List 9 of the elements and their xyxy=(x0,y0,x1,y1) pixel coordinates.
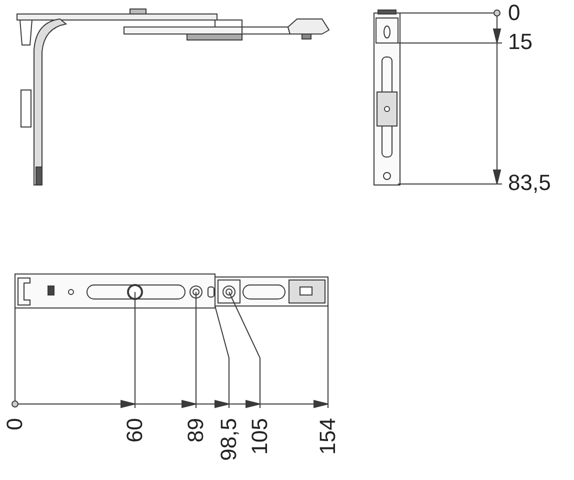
dimension-value: 0 xyxy=(4,418,26,430)
dimension-value: 60 xyxy=(124,418,146,442)
dimension-value: 105 xyxy=(249,418,271,455)
dimension-value: 15 xyxy=(508,31,532,53)
dimension-value: 154 xyxy=(317,418,339,455)
dimension-value: 83,5 xyxy=(508,172,551,194)
dimension-value: 89 xyxy=(185,418,207,442)
dimension-value: 98,5 xyxy=(218,418,240,461)
dimension-value: 0 xyxy=(508,2,520,24)
